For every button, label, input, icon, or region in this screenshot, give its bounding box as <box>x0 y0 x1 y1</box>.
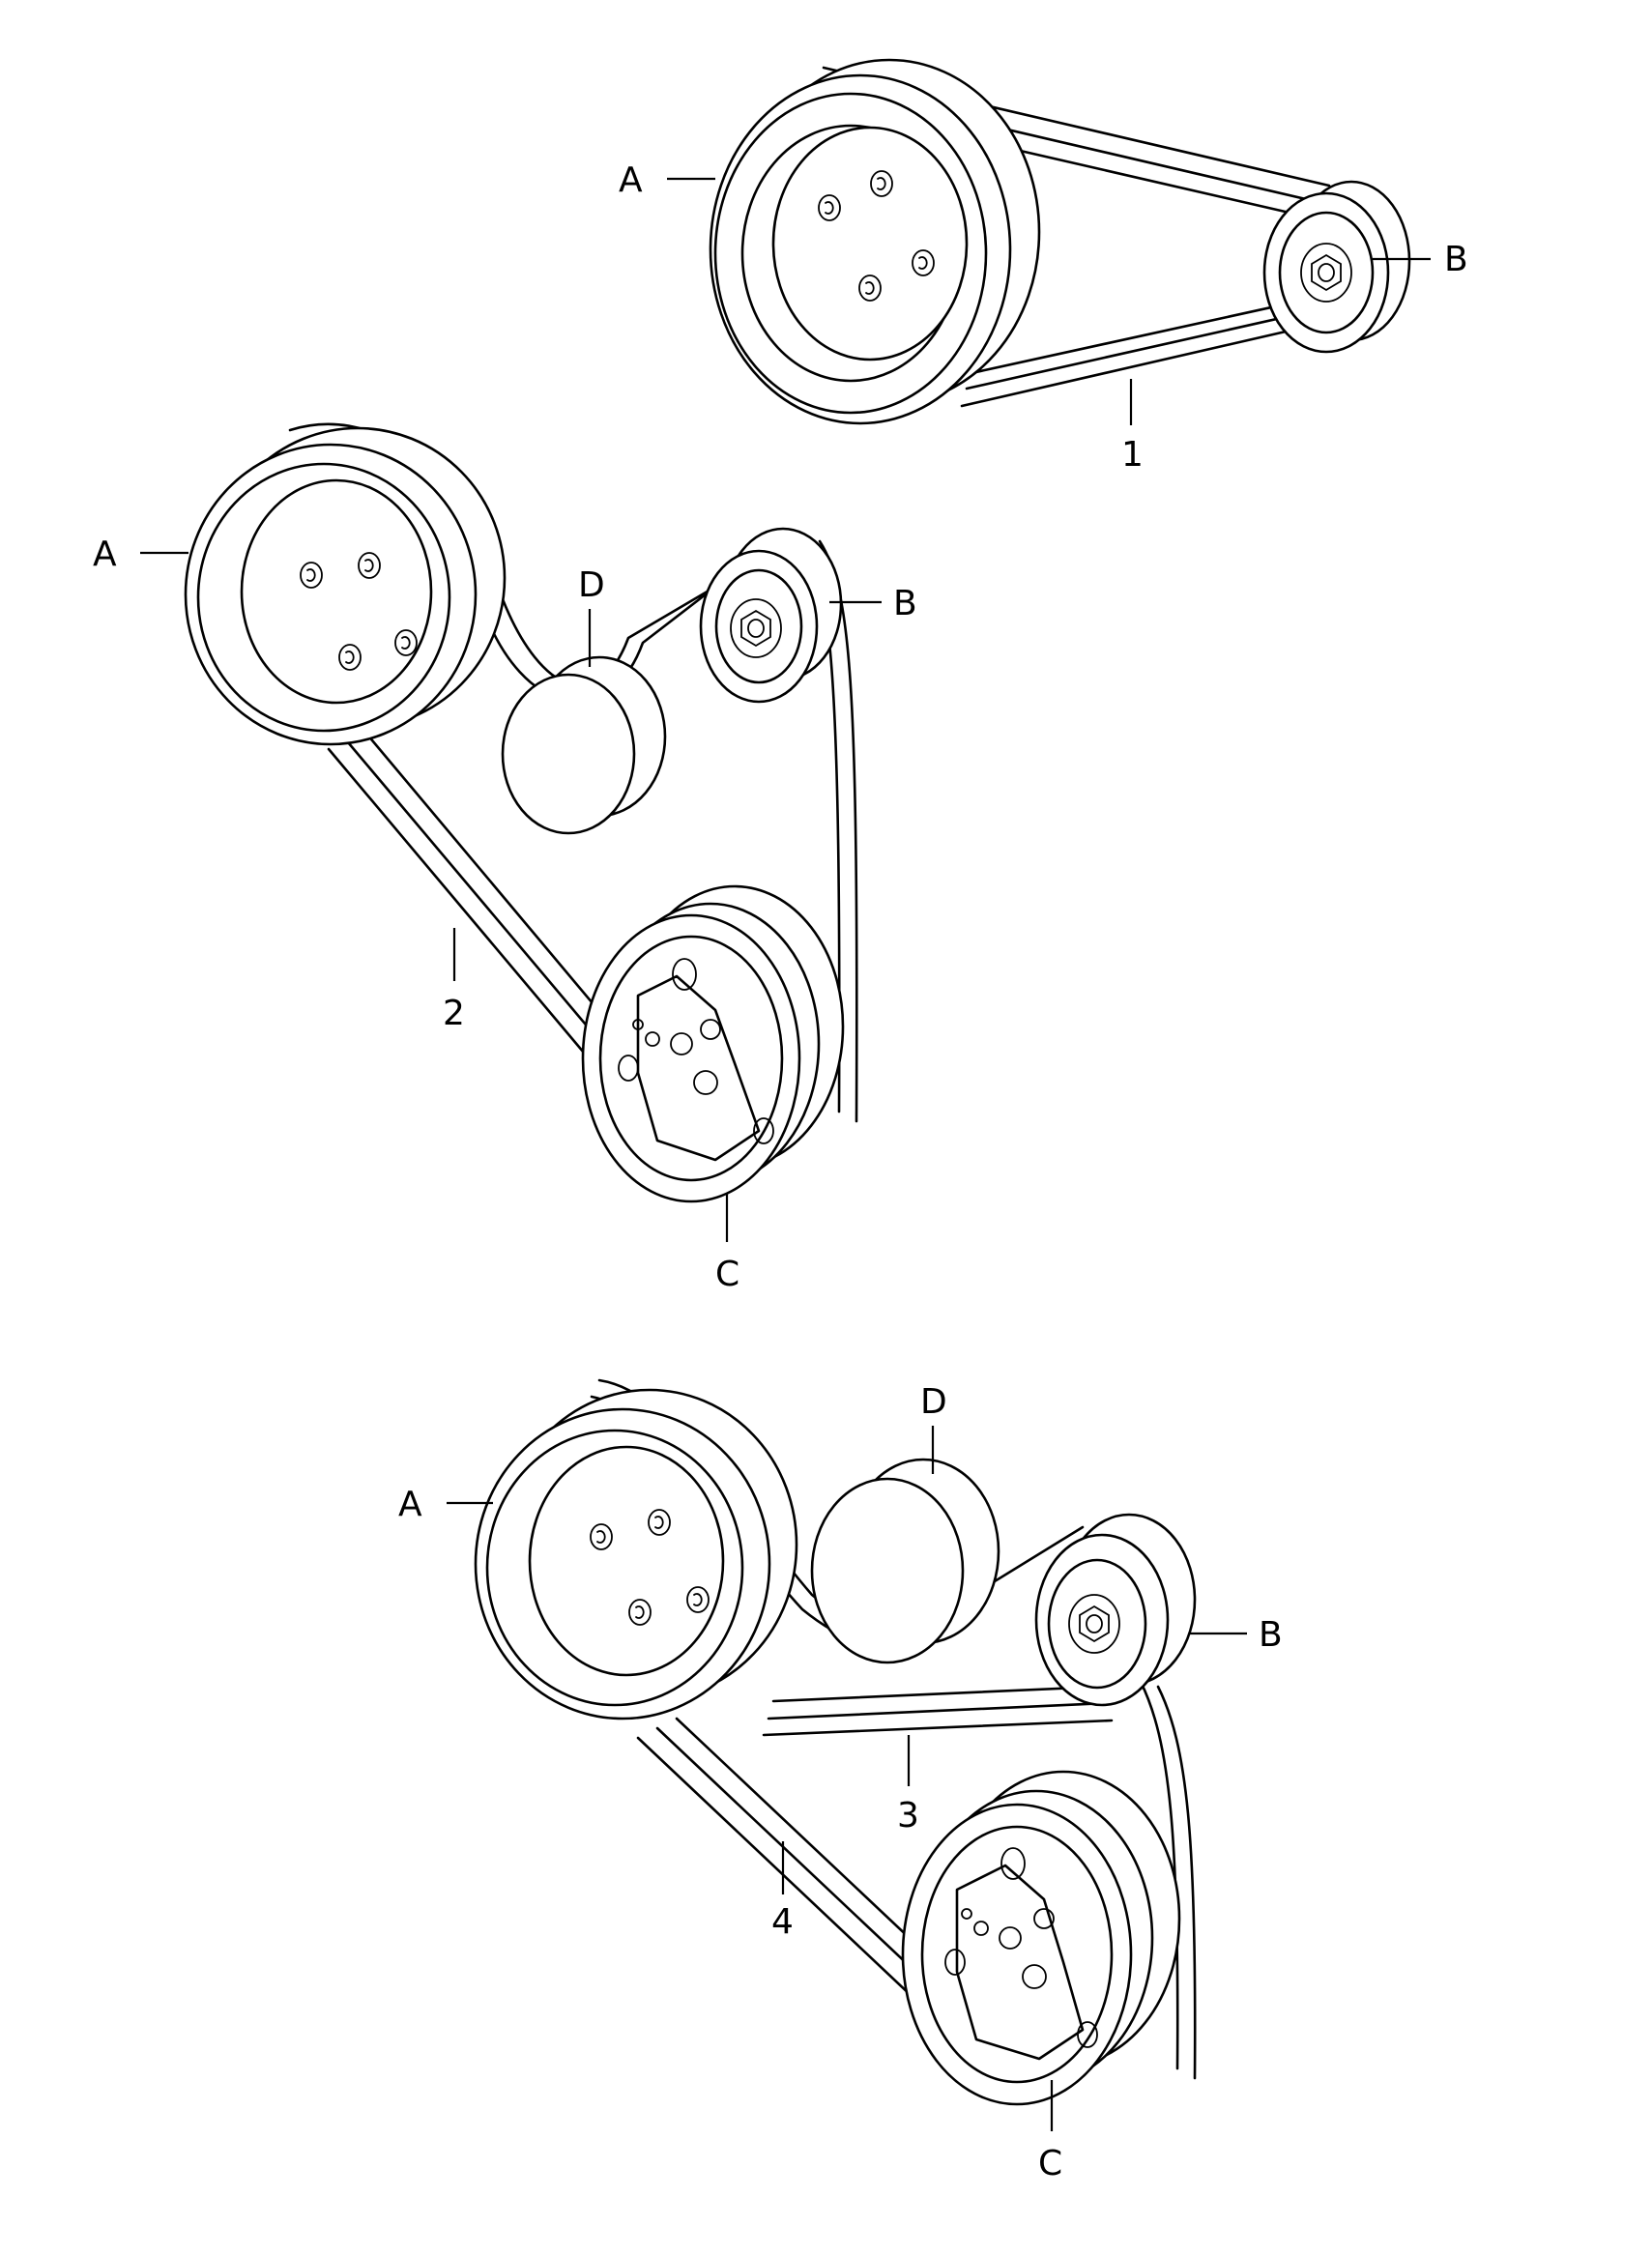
label-b: B <box>1259 1615 1283 1655</box>
label-belt-4: 4 <box>771 1902 794 1942</box>
label-a: A <box>619 160 643 200</box>
label-belt-3: 3 <box>897 1796 919 1836</box>
label-b: B <box>893 584 917 623</box>
label-d: D <box>920 1382 947 1422</box>
drive-2: A D B 2 C <box>93 422 917 1294</box>
label-a: A <box>398 1485 422 1524</box>
drive-3: A D B 3 4 C <box>398 1378 1283 2183</box>
pulley-c <box>901 1770 1181 2106</box>
label-d: D <box>578 565 605 605</box>
pulley-b <box>1262 180 1411 354</box>
pulley-a <box>474 1388 798 1720</box>
pulley-b <box>699 527 843 704</box>
pulley-d <box>810 1458 1000 1664</box>
drive-1: A B 1 <box>619 58 1468 475</box>
label-belt-1: 1 <box>1121 435 1144 475</box>
belt-3 <box>590 1378 1114 1737</box>
pulley-a <box>184 426 507 746</box>
pulley-c <box>581 884 845 1203</box>
label-belt-2: 2 <box>443 994 465 1033</box>
belt-1 <box>808 66 1344 408</box>
label-c: C <box>715 1255 739 1294</box>
pulley-d <box>501 655 667 835</box>
label-b: B <box>1444 240 1468 279</box>
belt-4 <box>636 1680 1197 2080</box>
label-c: C <box>1038 2144 1062 2183</box>
pulley-a <box>709 58 1041 425</box>
pulley-b <box>1034 1513 1197 1707</box>
label-a: A <box>93 535 117 574</box>
